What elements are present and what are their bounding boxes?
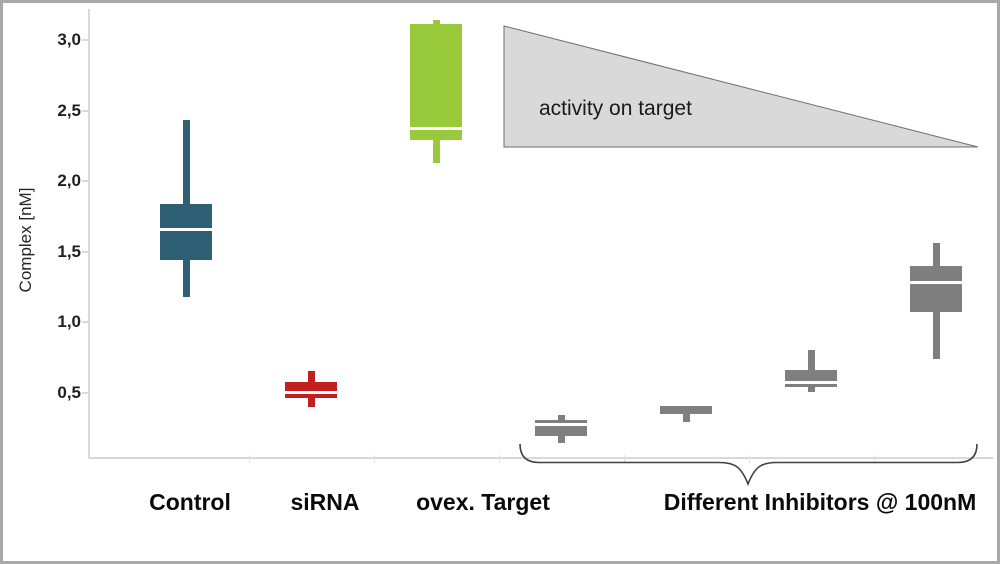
y-tick-mark: [82, 391, 89, 394]
median-inhibitor-3: [785, 381, 837, 385]
median-inhibitor-4: [910, 281, 962, 285]
whisker-inhibitor-2: [682, 405, 690, 423]
box-inhibitor-1: [535, 419, 587, 437]
y-tick-label: 2,0: [57, 171, 81, 190]
y-tick-mark: [82, 250, 89, 253]
y-tick-label: 2,5: [57, 100, 81, 120]
box-sirna: [285, 381, 337, 399]
y-tick-mark: [82, 39, 89, 41]
x-tick-mark: [373, 455, 375, 463]
x-tick-mark: [623, 455, 625, 463]
y-tick-label: 0,5: [57, 382, 81, 402]
median-control: [160, 228, 212, 232]
x-tick-mark: [748, 455, 750, 463]
plot-area: [88, 9, 993, 459]
x-label-sirna: siRNA: [290, 488, 360, 515]
median-inhibitor-1: [535, 423, 587, 427]
y-axis-title: Complex [nM]: [16, 187, 35, 293]
x-tick-mark: [498, 455, 500, 463]
box-inhibitor-4: [910, 265, 962, 313]
median-ovex-target: [410, 126, 462, 130]
median-sirna: [285, 391, 337, 394]
box-ovex-target: [410, 24, 462, 141]
y-tick-label: 1,0: [57, 312, 81, 331]
x-label-inhibitors: Different Inhibitors @ 100nM: [663, 488, 977, 515]
x-tick-mark: [248, 455, 250, 463]
y-tick-mark: [82, 321, 89, 323]
x-tick-mark: [873, 455, 875, 463]
x-label-ovex-target: ovex. Target: [416, 488, 550, 515]
box-inhibitor-2: [660, 405, 712, 414]
y-tick-mark: [82, 180, 89, 182]
box-control: [160, 203, 212, 260]
activity-annotation: activity on target: [539, 97, 692, 120]
y-tick-mark: [82, 109, 89, 112]
x-label-control: Control: [149, 488, 231, 515]
y-tick-label: 3,0: [57, 30, 81, 49]
y-tick-label: 1,5: [57, 241, 81, 261]
